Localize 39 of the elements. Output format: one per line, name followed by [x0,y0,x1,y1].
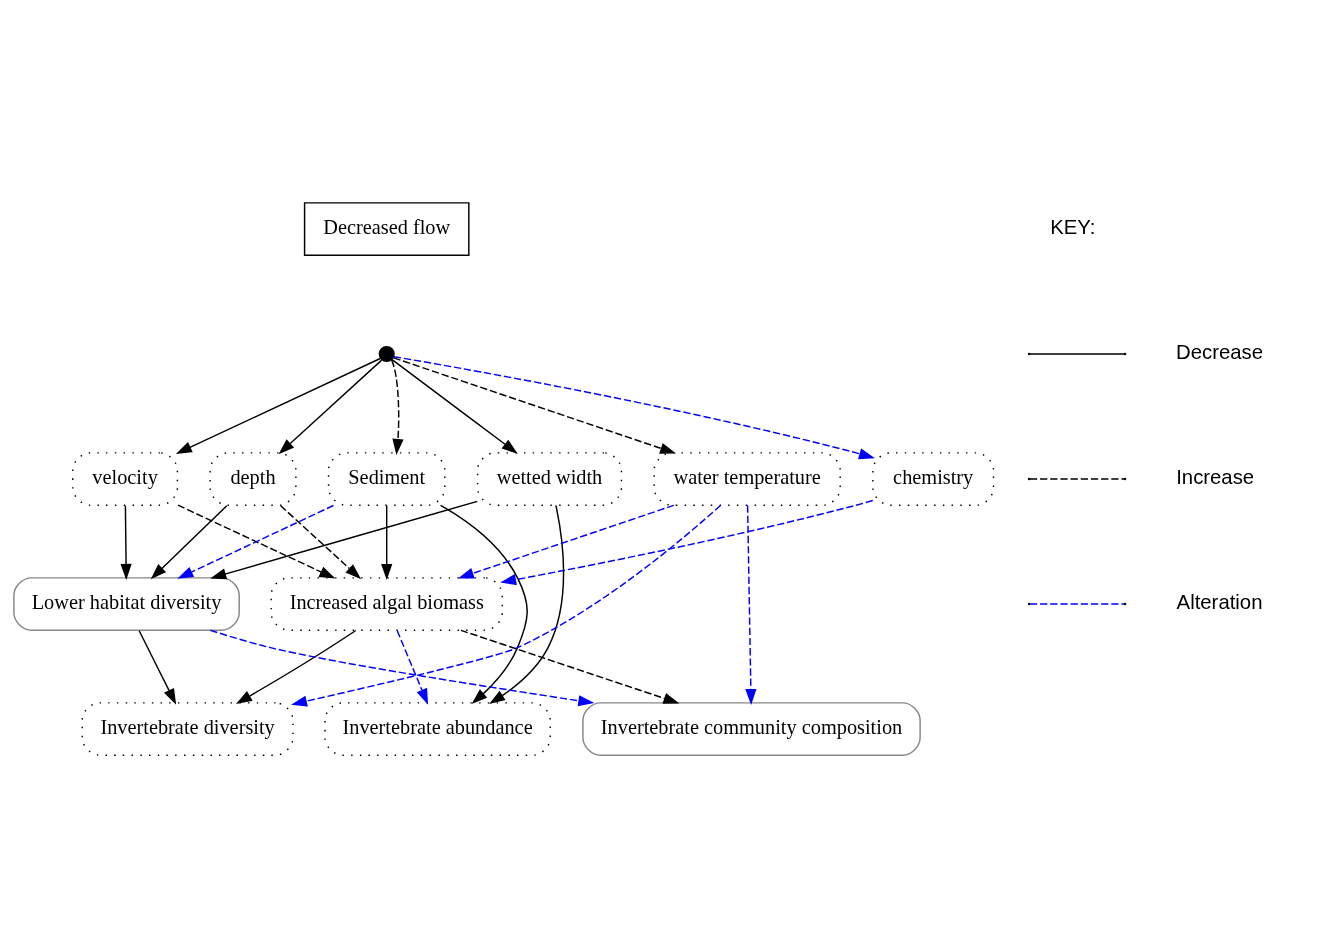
arrow [175,357,381,454]
arrow [235,629,357,704]
node-circle [378,346,395,363]
arrow [279,505,362,580]
node-box: water temperature [653,452,841,506]
node-box: Sediment [327,452,446,506]
node-box: Increased algal biomass [270,577,503,631]
arrow [460,629,680,704]
arrow [150,505,228,580]
arrow [745,504,757,705]
arrow [391,358,518,454]
arrow [439,504,528,705]
node-box: wetted width [476,452,623,506]
node-box: chemistry [872,452,995,506]
legend-label: Decrease [1176,341,1264,364]
node-box: Invertebrate community composition [582,702,921,756]
legend-label: Alteration [1176,591,1263,614]
arrow [500,499,874,586]
arrow [278,359,383,455]
node-box: Invertebrate diversity [81,702,294,756]
arrow [381,505,393,580]
node-box: Invertebrate abundance [324,702,551,756]
node-box: velocity [72,452,179,506]
arrow [209,629,595,707]
arrow [393,355,875,460]
arrow [120,505,132,580]
node-box: Decreased flow [303,202,470,256]
arrow [291,504,722,707]
legend-label: Increase [1176,466,1255,489]
label: KEY: [1050,216,1096,239]
node-box: Lower habitat diversity [13,577,240,631]
arrow [457,504,675,579]
node-box: depth [209,452,297,506]
arrow [396,630,429,705]
arrow [210,500,478,580]
arrow [138,630,177,705]
arrow [489,504,565,705]
arrow [392,357,677,454]
arrow [390,359,404,455]
